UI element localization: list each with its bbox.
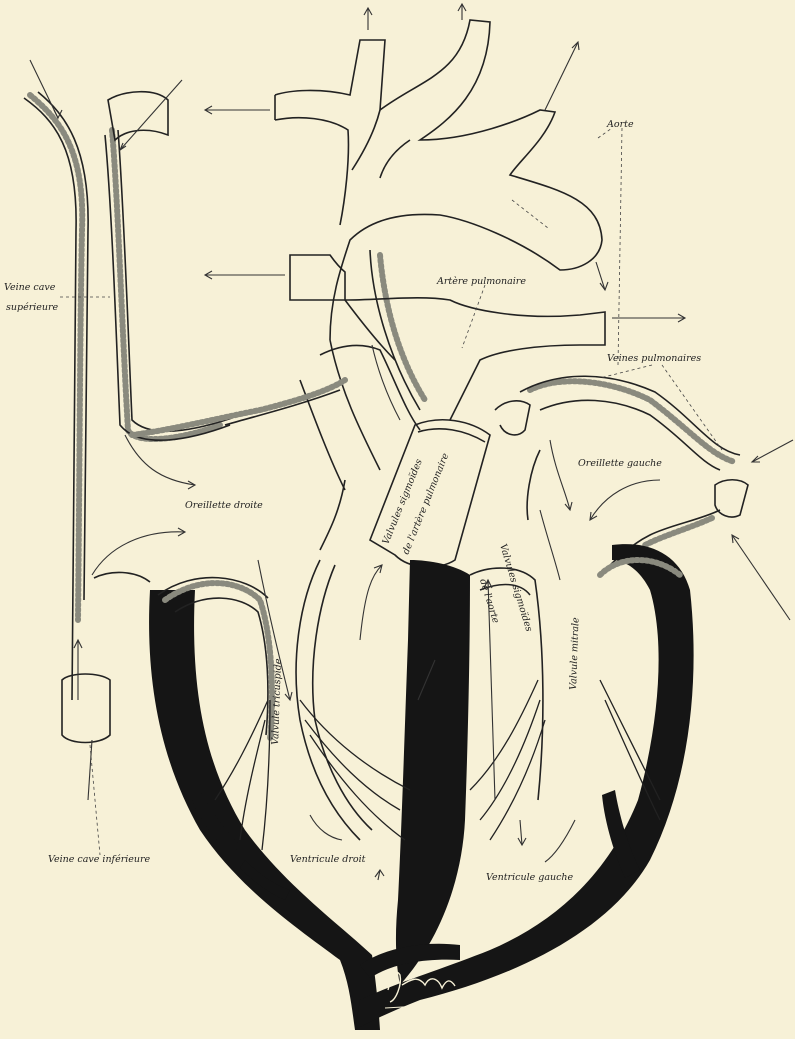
label-veines-pulmonaires: Veines pulmonaires (607, 353, 701, 364)
labels: Aorte Artère pulmonaire Veine cave supér… (4, 119, 701, 883)
label-oreillette-droite: Oreillette droite (185, 500, 263, 511)
right-atrium-wall (132, 380, 345, 550)
label-oreillette-gauche: Oreillette gauche (578, 458, 662, 469)
label-ventricule-gauche: Ventricule gauche (486, 872, 574, 883)
label-veine-cave-sup-1: Veine cave (4, 282, 56, 293)
heart-muscle (149, 544, 694, 1030)
label-valvule-mitrale: Valvule mitrale (568, 617, 582, 690)
label-valvule-tricuspide: Valvule tricuspide (270, 658, 284, 745)
aorta (275, 20, 602, 470)
label-valvules-sig-pulm-2: de l'artère pulmonaire (401, 451, 452, 556)
superior-vena-cava (24, 92, 232, 743)
label-artere-pulmonaire: Artère pulmonaire (436, 276, 526, 287)
leader-lines (60, 128, 722, 855)
label-veine-cave-sup-2: supérieure (6, 302, 59, 313)
label-aorte: Aorte (606, 119, 634, 130)
label-valvules-sig-aorte-1: Valvules sigmoïdes (497, 543, 534, 633)
label-veine-cave-inferieure: Veine cave inférieure (48, 854, 151, 865)
label-ventricule-droit: Ventricule droit (290, 854, 366, 865)
